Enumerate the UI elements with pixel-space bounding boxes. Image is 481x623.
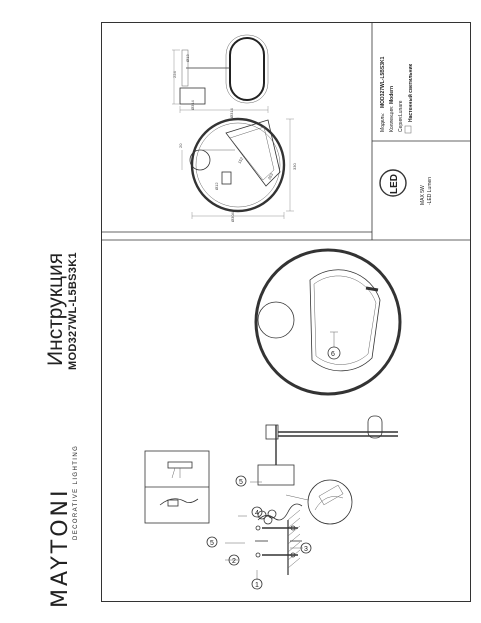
- step-number: 3: [304, 546, 308, 553]
- step-number: 6: [331, 351, 335, 358]
- info-label-model: Модель:: [380, 113, 386, 132]
- step-number: 2: [232, 558, 236, 565]
- max-power: MAX 5W: [420, 185, 426, 205]
- info-label-series: Серия:: [398, 116, 404, 132]
- lamp-type: -LED Lumen: [427, 177, 433, 205]
- info-value-series: Lunare: [398, 100, 404, 116]
- side-view-drawing: [172, 34, 269, 113]
- dimension-label: 20: [178, 143, 183, 148]
- dimension-label: 152: [237, 156, 245, 165]
- wall-lamp-icon: [404, 125, 412, 134]
- dimension-label: Ø314: [229, 107, 234, 118]
- info-value-model: MOD327WL-L5BS3K1: [380, 56, 386, 108]
- led-label: LED: [389, 174, 400, 194]
- dimension-label: 330: [292, 163, 297, 170]
- dimension-label: 224: [172, 71, 177, 78]
- step-number: 4: [255, 510, 259, 517]
- wiring-inset: [144, 450, 210, 524]
- step-number: 1: [255, 582, 259, 589]
- ring-lamp-drawing: [254, 248, 402, 396]
- info-label-collection: Коллекция:: [389, 106, 395, 132]
- info-value-type: Настенный светильник: [407, 63, 414, 122]
- step-number: 5: [239, 479, 243, 486]
- drawing-frame: [101, 22, 471, 602]
- installation-diagram: [206, 415, 398, 590]
- dimension-label: Ø314: [190, 99, 195, 110]
- info-value-collection: Modern: [389, 86, 395, 104]
- dimension-label: Ø304: [230, 211, 235, 222]
- dimension-label: 263: [267, 172, 275, 181]
- dimension-label: Ø13: [185, 54, 190, 62]
- dimension-label: Ø12: [214, 182, 219, 190]
- step-number: 5: [210, 540, 214, 547]
- front-view-drawing: [181, 117, 294, 219]
- led-badge: [379, 169, 407, 197]
